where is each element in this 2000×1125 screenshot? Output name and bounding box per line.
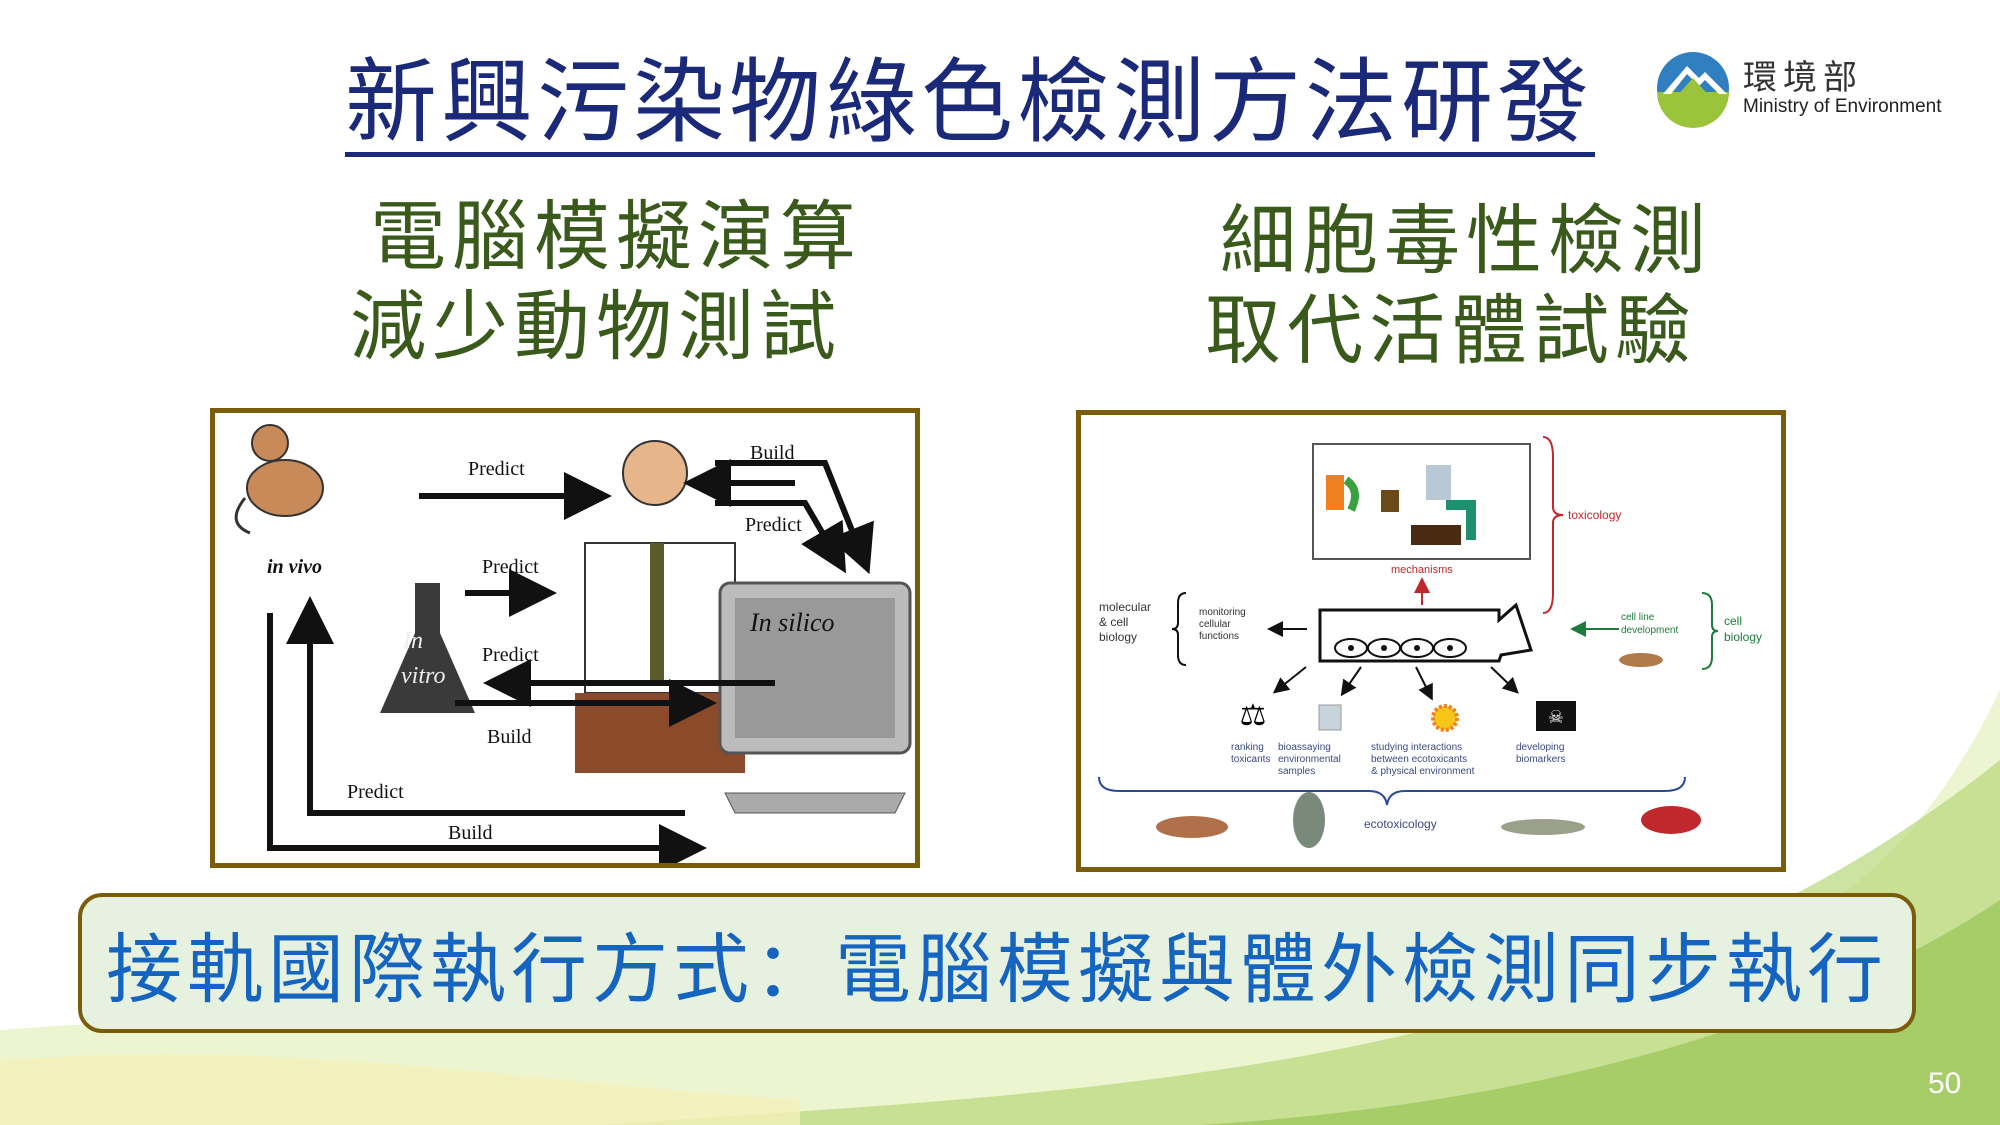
label-cell-line: cell line development (1621, 612, 1678, 636)
label-build-top: Build (750, 442, 794, 464)
mouse-illustration (234, 424, 324, 535)
svg-text:monitoring: monitoring (1199, 607, 1246, 618)
sun-icon (1431, 704, 1459, 732)
svg-text:molecular: molecular (1099, 600, 1151, 614)
svg-text:cell line: cell line (1621, 612, 1655, 623)
label-build-bottom: Build (448, 822, 492, 844)
svg-text:ranking: ranking (1231, 742, 1264, 753)
svg-text:samples: samples (1278, 766, 1315, 777)
label-predict-lower: Predict (482, 644, 539, 666)
svg-text:biology: biology (1099, 630, 1137, 644)
cell-culture-flask (1318, 602, 1533, 663)
label-predict-top: Predict (468, 458, 525, 480)
svg-text:between ecotoxicants: between ecotoxicants (1371, 754, 1467, 765)
skull-flag-icon (1536, 701, 1576, 731)
svg-text:functions: functions (1199, 631, 1239, 642)
ecotoxicology-brace (1098, 776, 1686, 806)
ministry-emblem-icon (1657, 52, 1729, 128)
svg-text:& cell: & cell (1099, 615, 1128, 629)
svg-text:cell: cell (1724, 614, 1742, 628)
label-build-mid: Build (487, 726, 531, 748)
computer-illustration (718, 581, 912, 814)
left-heading-1: 電腦模擬演算 (370, 192, 862, 281)
conclusion-banner: 接軌國際執行方式：電腦模擬與體外檢測同步執行 (78, 893, 1916, 1033)
label-predict-right: Predict (745, 514, 802, 536)
banner-text: 接軌國際執行方式：電腦模擬與體外檢測同步執行 (106, 925, 1888, 1014)
slide-title: 新興污染物綠色檢測方法研發 (345, 49, 1594, 156)
ministry-name-en: Ministry of Environment (1743, 96, 1942, 117)
skull-icon: ☠ (1548, 707, 1564, 728)
salmon-icon (1293, 792, 1325, 848)
sturgeon-icon (1501, 819, 1585, 835)
label-in-silico: In silico (749, 608, 835, 637)
svg-text:bioassaying: bioassaying (1278, 742, 1331, 753)
in-silico-diagram: Predict Build Predict Predict in vivo Pr… (210, 408, 920, 868)
svg-text:developing: developing (1516, 742, 1564, 753)
svg-text:biomarkers: biomarkers (1516, 754, 1565, 765)
label-molecular: molecular & cell biology (1099, 600, 1151, 644)
right-heading-2: 取代活體試驗 (1205, 286, 1697, 375)
svg-text:development: development (1621, 625, 1678, 636)
scales-icon: ⚖ (1240, 698, 1267, 733)
label-ecotoxicology: ecotoxicology (1364, 817, 1437, 831)
label-toxicology: toxicology (1568, 508, 1621, 522)
title-underline (345, 152, 1595, 157)
svg-text:cellular: cellular (1199, 619, 1231, 630)
svg-text:studying interactions: studying interactions (1371, 742, 1462, 753)
ministry-name-zh: 環境部 (1743, 58, 1863, 98)
toxicology-lab-picture (1312, 443, 1531, 560)
beaker-icon (1318, 704, 1342, 731)
label-monitoring: monitoring cellular functions (1199, 607, 1246, 642)
label-in-vivo: in vivo (267, 556, 322, 578)
cytotoxicity-diagram: toxicology mechanisms molecular & cell b… (1076, 410, 1786, 872)
ministry-logo: 環境部 Ministry of Environment (1655, 48, 1955, 128)
label-in-vitro-1: In (402, 628, 423, 654)
label-predict-bottom: Predict (347, 781, 404, 803)
label-mechanisms: mechanisms (1391, 564, 1453, 576)
right-heading-1: 細胞毒性檢測 (1220, 196, 1712, 285)
page-number: 50 (1928, 1067, 1962, 1100)
svg-text:environmental: environmental (1278, 754, 1341, 765)
svg-text:toxicants: toxicants (1231, 754, 1270, 765)
left-heading-2: 減少動物測試 (350, 282, 842, 371)
label-predict-mid: Predict (482, 556, 539, 578)
trout-icon (1156, 816, 1228, 838)
sockeye-icon (1641, 806, 1701, 834)
svg-text:& physical environment: & physical environment (1371, 766, 1475, 777)
label-cell-biology: cell biology (1724, 614, 1762, 644)
trout-icon (1619, 653, 1663, 667)
scientist-illustration (575, 440, 745, 773)
flask-illustration (380, 583, 475, 713)
label-in-vitro-2: vitro (401, 663, 445, 689)
svg-text:biology: biology (1724, 630, 1762, 644)
